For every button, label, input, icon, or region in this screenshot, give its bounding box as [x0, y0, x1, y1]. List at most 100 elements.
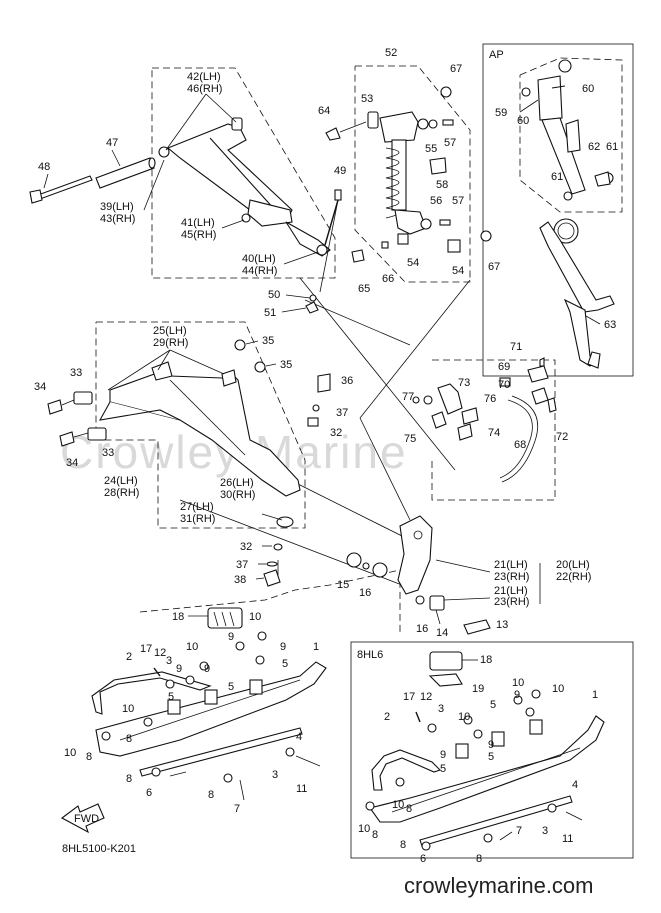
shock-group-outline	[354, 65, 471, 283]
callout-17a: 17	[140, 643, 152, 655]
callout-70: 70	[498, 379, 510, 391]
callout-75: 75	[404, 433, 416, 445]
callout-21b: 21(LH)	[494, 585, 528, 597]
pivot-pin	[95, 157, 156, 189]
upper-arm-group-outline	[151, 67, 336, 279]
callout-8c: 8	[126, 773, 132, 785]
callout-31: 31(RH)	[180, 513, 215, 525]
callout-8b: 8	[86, 751, 92, 763]
callout-35b: 35	[280, 359, 292, 371]
tie-rod	[305, 189, 342, 314]
callout-35a: 35	[262, 335, 274, 347]
callout-9f: 9	[440, 749, 446, 761]
callout-30: 30(RH)	[220, 489, 255, 501]
callout-16b: 16	[416, 623, 428, 635]
callout-5c: 5	[228, 681, 234, 693]
callout-33a: 33	[70, 367, 82, 379]
callout-51: 51	[264, 307, 276, 319]
callout-37b: 37	[236, 559, 248, 571]
callout-9b: 9	[280, 641, 286, 653]
callout-32b: 32	[240, 541, 252, 553]
callout-5f: 5	[488, 751, 494, 763]
callout-71: 71	[510, 341, 522, 353]
callout-67b: 67	[488, 261, 500, 273]
callout-65: 65	[358, 283, 370, 295]
callout-57b: 57	[452, 195, 464, 207]
callout-12a: 12	[154, 647, 166, 659]
callout-22: 22(RH)	[556, 571, 591, 583]
ski-group-outline	[139, 569, 401, 635]
callout-3a: 3	[166, 655, 172, 667]
callout-55: 55	[425, 143, 437, 155]
callout-24: 24(LH)	[104, 475, 138, 487]
callout-45: 45(RH)	[181, 229, 216, 241]
callout-73: 73	[458, 377, 470, 389]
callout-8a: 8	[126, 733, 132, 745]
callout-11b: 11	[562, 833, 573, 845]
callout-74: 74	[488, 427, 500, 439]
callout-54: 54	[407, 257, 419, 269]
callout-15: 15	[337, 579, 349, 591]
callout-20: 20(LH)	[556, 559, 590, 571]
ap-box	[482, 43, 634, 377]
callout-8e: 8	[406, 803, 412, 815]
callout-23a: 23(RH)	[494, 571, 529, 583]
callout-32a: 32	[330, 427, 342, 439]
diagram-code: 8HL5100-K201	[62, 843, 136, 855]
fwd-label: FWD	[74, 813, 99, 825]
callout-2b: 2	[384, 711, 390, 723]
callout-9g: 9	[488, 739, 494, 751]
callout-7a: 7	[234, 803, 240, 815]
ap-shock-outline	[519, 57, 623, 213]
callout-58: 58	[436, 179, 448, 191]
callout-27: 27(LH)	[180, 501, 214, 513]
callout-56: 56	[430, 195, 442, 207]
callout-18a: 18	[172, 611, 184, 623]
callout-8g: 8	[400, 839, 406, 851]
callout-67: 67	[450, 63, 462, 75]
callout-23b: 23(RH)	[494, 596, 529, 608]
callout-5d: 5	[490, 699, 496, 711]
callout-9e: 9	[514, 689, 520, 701]
callouts: 52 67 53 64 55 57 58 56 57 49 54 54 67 6…	[34, 47, 618, 865]
callout-68: 68	[514, 439, 526, 451]
callout-10f: 10	[552, 683, 564, 695]
callout-4b: 4	[572, 779, 578, 791]
callout-42: 42(LH)	[187, 71, 221, 83]
callout-8f: 8	[372, 829, 378, 841]
fwd-arrow: FWD	[60, 803, 105, 834]
long-bolt	[29, 175, 93, 204]
callout-12b: 12	[420, 691, 432, 703]
variant-box-title: 8HL6	[357, 649, 383, 661]
callout-10e: 10	[512, 677, 524, 689]
gauge-tool	[539, 218, 615, 369]
ski-variant	[365, 651, 605, 851]
callout-9c: 9	[176, 663, 182, 675]
callout-62: 62	[588, 141, 600, 153]
callout-5e: 5	[440, 763, 446, 775]
callout-8h: 8	[476, 853, 482, 865]
callout-28: 28(RH)	[104, 487, 139, 499]
callout-1a: 1	[313, 641, 319, 653]
callout-9a: 9	[228, 631, 234, 643]
callout-64: 64	[318, 105, 330, 117]
callout-59: 59	[495, 107, 507, 119]
callout-77: 77	[402, 391, 414, 403]
callout-50: 50	[268, 289, 280, 301]
callout-29: 29(RH)	[153, 337, 188, 349]
callout-18b: 18	[480, 654, 492, 666]
callout-25: 25(LH)	[153, 325, 187, 337]
callout-41: 41(LH)	[181, 217, 215, 229]
callout-10g: 10	[458, 711, 470, 723]
shock-absorber	[325, 86, 492, 263]
lower-arm-group-outline	[95, 321, 306, 529]
callout-61b: 61	[551, 171, 563, 183]
callout-19: 19	[472, 683, 484, 695]
callout-48: 48	[38, 161, 50, 173]
callout-54b: 54	[452, 265, 464, 277]
ap-box-title: AP	[489, 49, 504, 61]
callout-34a: 34	[34, 381, 46, 393]
callout-33b: 33	[102, 447, 114, 459]
variant-box	[350, 641, 634, 859]
